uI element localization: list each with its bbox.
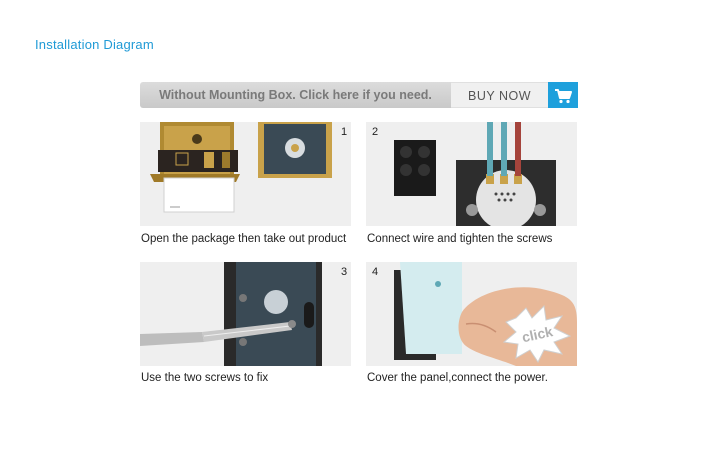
cart-icon xyxy=(555,89,572,104)
step-2-image: 2 xyxy=(366,122,577,226)
buy-now-button[interactable]: BUY NOW xyxy=(451,82,548,108)
step-1-image: 1 xyxy=(140,122,351,226)
screwdriver-illustration xyxy=(140,262,322,366)
step-4-caption: Cover the panel,connect the power. xyxy=(367,372,548,384)
step-3-image: 3 xyxy=(140,262,351,366)
buy-banner[interactable]: Without Mounting Box. Click here if you … xyxy=(140,82,578,108)
step-2-caption: Connect wire and tighten the screws xyxy=(367,233,553,245)
wiring-illustration xyxy=(394,122,556,226)
step-number: 1 xyxy=(341,126,348,138)
product-box-illustration xyxy=(150,122,332,213)
step-number: 4 xyxy=(372,266,379,278)
step-4-image: click 4 xyxy=(366,262,577,366)
panel-cover-illustration: click xyxy=(394,262,577,366)
click-bubble-text: click xyxy=(520,323,554,345)
step-number: 3 xyxy=(341,266,348,278)
cart-button[interactable] xyxy=(548,82,578,108)
step-number: 2 xyxy=(372,126,379,138)
banner-text[interactable]: Without Mounting Box. Click here if you … xyxy=(140,82,451,108)
step-1-caption: Open the package then take out product xyxy=(141,233,347,245)
page-title: Installation Diagram xyxy=(35,37,154,52)
step-3-caption: Use the two screws to fix xyxy=(141,372,269,384)
